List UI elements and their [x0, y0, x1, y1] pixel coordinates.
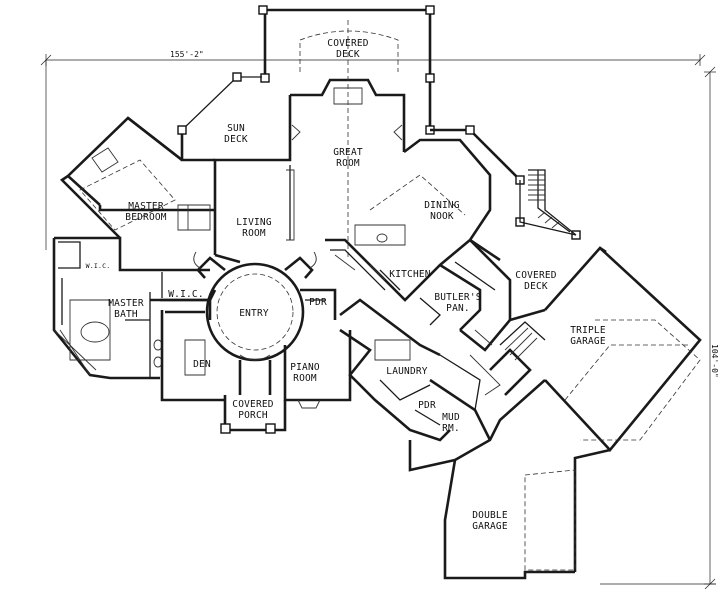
- covered-deck-top: [258, 5, 435, 135]
- living-great-room-interior: [214, 20, 466, 264]
- dimension-lines: [40, 54, 716, 590]
- front-rooms: [160, 288, 352, 409]
- kitchen-interior: [325, 224, 471, 302]
- service-rooms: [339, 298, 532, 442]
- garage-stairs: [499, 321, 546, 361]
- wic-small-label: W.I.C.: [86, 262, 111, 270]
- den-label: DEN: [193, 359, 211, 370]
- covered-porch: [220, 395, 287, 434]
- exterior-stairs: [528, 169, 577, 236]
- exterior-walls: [59, 72, 702, 580]
- entry-label: ENTRY: [239, 308, 269, 319]
- depth-dimension: 104'-0": [710, 344, 719, 378]
- master-bath-wing: [52, 236, 210, 380]
- pdr-lower-label: PDR: [418, 400, 436, 411]
- master-bedroom-interior: [79, 147, 211, 270]
- pdr-upper-label: PDR: [309, 297, 327, 308]
- entry-rotunda: [193, 251, 317, 362]
- butlers-pantry-interior: [419, 261, 511, 352]
- width-dimension: 155'-2": [170, 50, 204, 59]
- kitchen-label: KITCHEN: [389, 269, 431, 280]
- wic-label: W.I.C.: [168, 289, 204, 300]
- laundry-label: LAUNDRY: [386, 366, 428, 377]
